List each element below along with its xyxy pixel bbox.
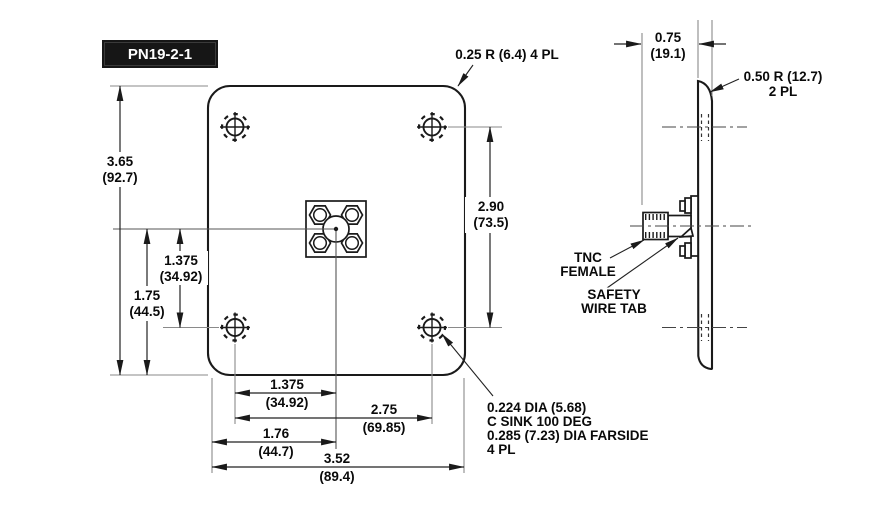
- dim-hole-span-horizontal-value: 2.75: [371, 402, 398, 417]
- edge-radius-leader: [709, 78, 740, 93]
- tnc-label-line2: FEMALE: [560, 264, 616, 279]
- part-number-text: PN19-2-1: [128, 46, 192, 63]
- hole-spec-callout: 0.224 DIA (5.68) C SINK 100 DEG 0.285 (7…: [485, 398, 651, 459]
- part-number-box-border: [104, 42, 216, 66]
- dim-plate-width-metric: (89.4): [319, 469, 354, 484]
- dim-hole-span-vertical-metric: (73.5): [473, 215, 508, 230]
- edge-radius-callout: 0.50 R (12.7): [744, 69, 823, 84]
- hole-spec-line2: C SINK 100 DEG: [487, 414, 592, 429]
- hole-spec-line3: 0.285 (7.23) DIA FARSIDE: [487, 428, 649, 443]
- plate-side-profile: [696, 79, 714, 371]
- dim-center-to-bottom-metric: (44.5): [129, 304, 164, 319]
- dim-hole-span-vertical-value: 2.90: [478, 199, 504, 214]
- dim-hole-row-offset-value: 1.375: [164, 253, 198, 268]
- dim-text-mask: [154, 251, 208, 285]
- dim-hole-row-offset-metric: (34.92): [160, 269, 203, 284]
- safety-tab-line1: SAFETY: [587, 287, 640, 302]
- hole-spec-leader: [441, 333, 494, 397]
- dim-text-mask: [465, 197, 517, 233]
- mounting-bolt-bottom-head: [679, 245, 686, 257]
- safety-wire-tab-shape: [678, 226, 695, 239]
- dim-hole-col-offset-value: 1.375: [270, 377, 304, 392]
- extension-lines: [110, 85, 502, 473]
- edge-radius-places: 2 PL: [769, 84, 798, 99]
- part-number-label: PN19-2-1: [102, 40, 218, 68]
- tnc-label-leader: [609, 239, 645, 259]
- dim-center-to-edge-value: 1.76: [263, 426, 290, 441]
- tnc-connector-side: [642, 195, 699, 259]
- dim-protrusion-metric: (19.1): [650, 46, 685, 61]
- part-number-box: [102, 40, 218, 68]
- dim-hole-span-horizontal-metric: (69.85): [363, 420, 406, 435]
- tnc-label-line1: TNC: [574, 250, 602, 265]
- dim-text-mask: [96, 152, 144, 187]
- dim-plate-height-metric: (92.7): [102, 170, 137, 185]
- corner-radius-leader: [457, 64, 474, 87]
- dim-plate-height-value: 3.65: [107, 154, 134, 169]
- safety-tab-line2: WIRE TAB: [581, 301, 647, 316]
- hole-spec-line4: 4 PL: [487, 442, 516, 457]
- front-view: 3.65 (92.7) 1.75 (44.5) 1.375 (34.92) 2.…: [96, 45, 651, 486]
- side-view: 0.75 (19.1) 0.50 R (12.7) 2 PL TNC FEMAL…: [558, 20, 824, 371]
- dim-plate-width-value: 3.52: [324, 451, 350, 466]
- dim-center-to-bottom-value: 1.75: [134, 288, 161, 303]
- safety-tab-leader: [606, 237, 679, 289]
- center-point: [333, 226, 339, 232]
- dim-center-to-edge-metric: (44.7): [258, 444, 293, 459]
- mounting-bolt-top: [684, 197, 692, 214]
- hole-spec-line1: 0.224 DIA (5.68): [487, 400, 586, 415]
- mounting-bolt-top-head: [679, 200, 686, 212]
- mounting-bolt-bottom: [684, 242, 692, 259]
- dim-protrusion-value: 0.75: [655, 30, 682, 45]
- dim-hole-col-offset-metric: (34.92): [266, 395, 309, 410]
- corner-radius-callout: 0.25 R (6.4) 4 PL: [455, 47, 559, 62]
- dim-text-mask: [123, 286, 171, 321]
